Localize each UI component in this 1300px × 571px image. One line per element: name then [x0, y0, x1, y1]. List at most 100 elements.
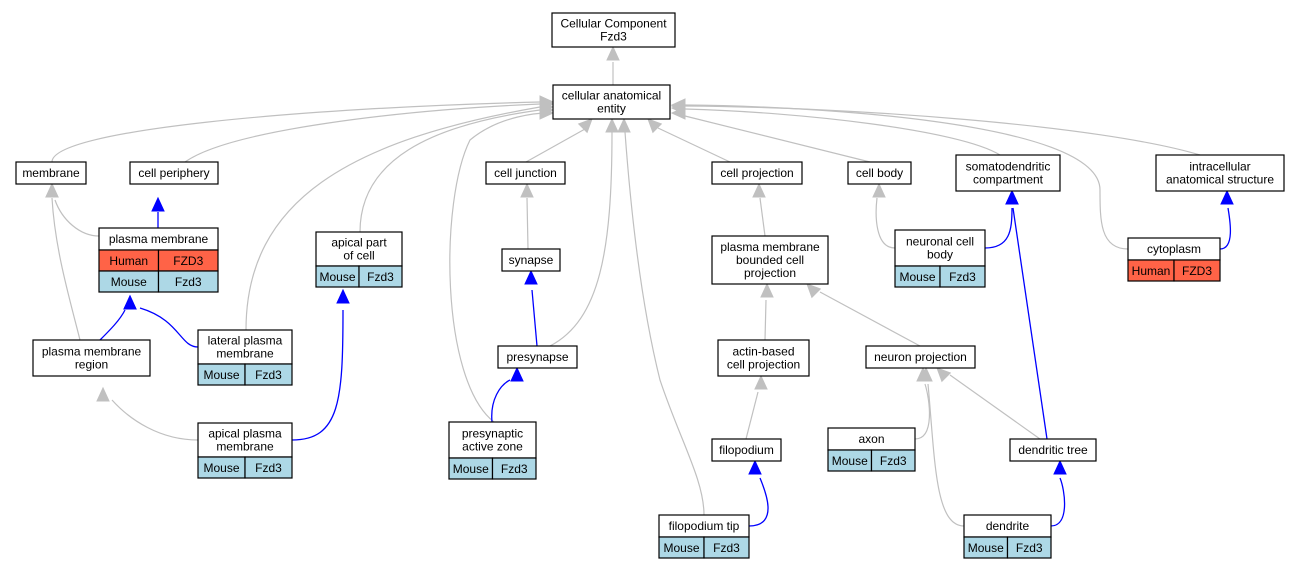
node-synapse[interactable]: synapse [501, 248, 561, 272]
node-label: active zone [462, 440, 523, 454]
species-label: Human [109, 254, 148, 268]
gene-cell [1173, 259, 1221, 282]
node-label: axon [858, 432, 884, 446]
arrowhead-icon [670, 98, 686, 112]
arrowhead-icon [151, 196, 165, 212]
edge-line [764, 299, 767, 341]
node-presynapse[interactable]: presynapse [497, 345, 578, 369]
edge-line [491, 379, 511, 423]
arrowhead-icon [760, 282, 774, 298]
gene-cell [157, 270, 219, 293]
node-label: membrane [216, 440, 274, 454]
edge-line [875, 197, 896, 249]
node-dendritic-tree[interactable]: dendritic tree [1009, 438, 1097, 462]
arrowhead-icon [539, 106, 555, 120]
node-label: apical plasma [208, 427, 282, 441]
node-label: projection [744, 266, 796, 280]
node-label: membrane [216, 347, 274, 361]
edge-neuronal_cb-to-cell_body [872, 182, 896, 249]
node-box [711, 161, 803, 185]
edge-lateral_pm-to-plasma_membrane [123, 294, 199, 348]
node-cell-periphery[interactable]: cell periphery [129, 161, 219, 185]
node-box [448, 421, 537, 459]
gene-cell [703, 536, 750, 559]
node-label: filopodium tip [669, 519, 740, 533]
node-filopodium[interactable]: filopodium [711, 438, 782, 462]
edge-dendritic_tree-to-somatodendritic [1005, 189, 1048, 440]
edge-line [748, 477, 769, 527]
edge-apical_pm-to-apical_part [291, 288, 350, 441]
node-label: presynapse [506, 350, 568, 364]
node-label: synapse [509, 253, 554, 267]
arrowhead-icon [524, 269, 538, 285]
gene-label: Fzd3 [501, 462, 528, 476]
node-box [955, 154, 1061, 192]
edge-line [914, 383, 931, 440]
node-label: neuron projection [874, 350, 967, 364]
species-label: Mouse [899, 270, 935, 284]
edge-filopodium-to-actin_based [745, 374, 768, 440]
edge-line [291, 309, 344, 441]
edge-apical_pm-to-pm_region [96, 386, 199, 441]
node-cell-projection[interactable]: cell projection [711, 161, 803, 185]
node-label: cell periphery [138, 166, 209, 180]
arrowhead-icon [806, 283, 822, 299]
arrowhead-icon [1053, 459, 1067, 475]
node-box [551, 12, 676, 48]
node-box [32, 339, 151, 377]
gene-cell [244, 456, 293, 479]
edges-layer [45, 45, 1234, 527]
node-box [711, 438, 782, 462]
edge-line [927, 383, 965, 527]
gene-cell [491, 457, 537, 480]
edge-line [819, 291, 921, 347]
edge-line [984, 207, 1013, 249]
edge-dendrite-to-neuron_proj [919, 366, 965, 527]
node-membrane[interactable]: membrane [15, 161, 87, 185]
edge-cell_junction-to-cae [525, 118, 593, 163]
node-label: cell junction [494, 166, 557, 180]
edge-line [245, 106, 541, 331]
edge-line [54, 199, 100, 237]
node-cell-junction[interactable]: cell junction [485, 161, 566, 185]
node-box [865, 345, 976, 369]
edge-line [684, 105, 1201, 156]
node-box [485, 161, 566, 185]
species-label: Mouse [319, 270, 355, 284]
node-neuron-proj[interactable]: neuron projection [865, 345, 976, 369]
edge-neuron_proj-to-pm_bounded [806, 283, 921, 347]
edge-intracellular-to-cae [670, 99, 1201, 156]
gene-cell [244, 363, 293, 386]
node-box [711, 235, 829, 285]
edge-line [624, 131, 705, 516]
node-label: bounded cell [736, 253, 804, 267]
arrowhead-icon [1220, 189, 1234, 205]
arrowhead-icon [647, 118, 663, 134]
edge-line [526, 197, 529, 250]
edge-synapse-to-cell_junction [520, 182, 534, 250]
node-cell-body[interactable]: cell body [847, 161, 912, 185]
edge-dendritic_tree-to-neuron_proj [936, 367, 1041, 440]
node-box [717, 339, 810, 377]
